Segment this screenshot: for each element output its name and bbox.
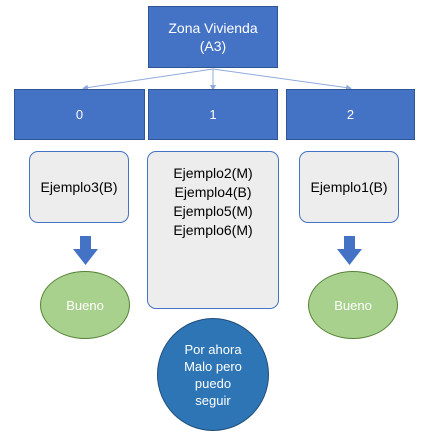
result-line: Malo pero — [184, 358, 242, 374]
connector-root-to-2 — [212, 68, 352, 91]
branch-label: 1 — [209, 107, 217, 122]
root-title: Zona Vivienda — [168, 20, 258, 36]
example-item: Ejemplo1(B) — [310, 178, 388, 195]
result-good-left: Bueno — [40, 271, 130, 339]
branch-2: 2 — [286, 89, 415, 140]
result-line: seguir — [195, 392, 231, 408]
result-line: Por ahora — [184, 341, 242, 357]
example-item: Ejemplo5(M) — [173, 203, 253, 219]
root-node: Zona Vivienda (A3) — [148, 6, 278, 68]
example-item: Ejemplo6(M) — [173, 222, 253, 238]
result-label: Bueno — [66, 297, 104, 313]
example-item: Ejemplo4(B) — [174, 184, 252, 200]
connector-root-to-0 — [82, 68, 214, 91]
result-good-right: Bueno — [308, 271, 398, 339]
result-label: Bueno — [334, 297, 372, 313]
result-decision-center: Por ahora Malo pero puedo seguir — [157, 318, 269, 431]
down-arrow-right-icon — [337, 236, 362, 265]
down-arrow-left-icon — [73, 236, 98, 265]
branch-0: 0 — [14, 89, 145, 140]
example-group-2: Ejemplo1(B) — [299, 151, 399, 223]
example-item: Ejemplo3(B) — [40, 178, 118, 195]
example-group-1: Ejemplo2(M) Ejemplo4(B) Ejemplo5(M) Ejem… — [147, 151, 279, 309]
example-item: Ejemplo2(M) — [173, 165, 253, 181]
root-code: (A3) — [199, 38, 227, 54]
branch-label: 0 — [75, 107, 84, 122]
branch-1: 1 — [148, 89, 278, 140]
result-line: puedo — [194, 375, 232, 391]
branch-label: 2 — [346, 107, 355, 122]
example-group-0: Ejemplo3(B) — [29, 151, 129, 223]
